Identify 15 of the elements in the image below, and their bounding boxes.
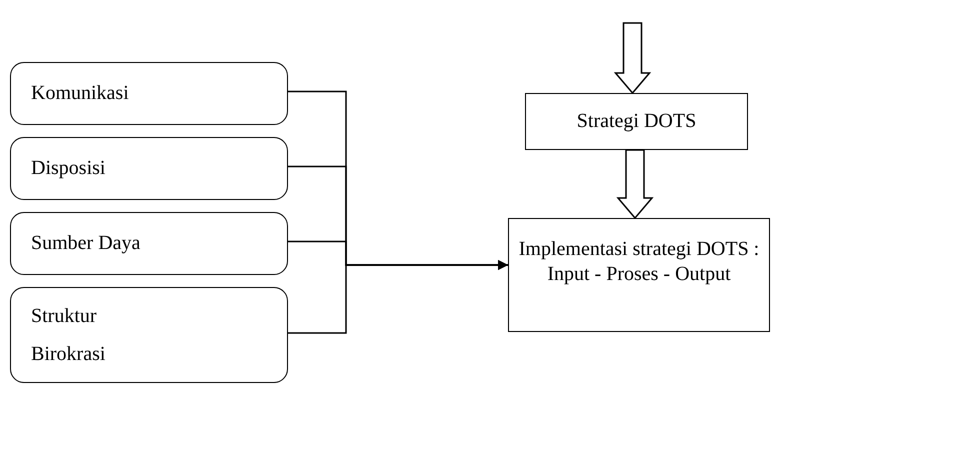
process-box — [525, 93, 748, 150]
rounded-box — [10, 287, 288, 383]
node-label: Komunikasi — [31, 81, 130, 106]
node-label: Implementasi strategi DOTS : Input - Proses - Output — [518, 237, 760, 287]
connector-arrow — [288, 260, 508, 334]
block-arrow — [614, 22, 652, 94]
rounded-box — [10, 212, 288, 275]
node-label: Strategi DOTS — [576, 109, 698, 134]
process-box — [508, 218, 770, 332]
node-label: Disposisi — [31, 156, 106, 181]
rounded-box — [10, 137, 288, 200]
node-label: Sumber Daya — [31, 231, 142, 256]
block-arrow — [616, 149, 654, 220]
rounded-box — [10, 62, 288, 125]
node-label: Struktur Birokrasi — [31, 304, 106, 367]
